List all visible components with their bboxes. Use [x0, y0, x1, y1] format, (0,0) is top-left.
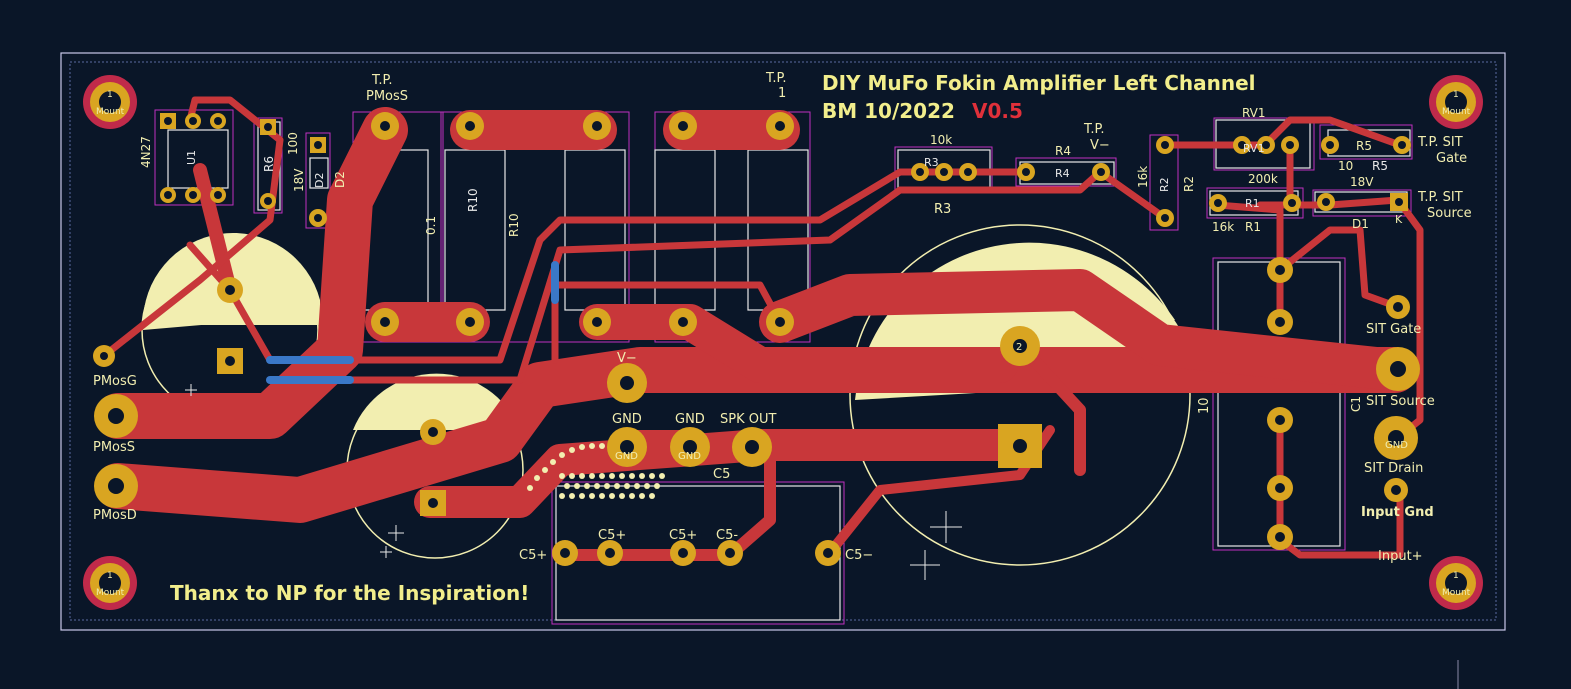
via-links — [266, 261, 559, 384]
label-input-gnd: Input Gnd — [1361, 505, 1434, 520]
via-array — [527, 443, 665, 499]
label-tp-pmoss-a: T.P. — [371, 73, 392, 88]
label-opto: 4N27 — [139, 136, 153, 168]
pad-num-tl: 1 — [107, 90, 113, 100]
label-r6: R6 — [262, 156, 276, 172]
label-tp-vminus-a: T.P. — [1083, 122, 1104, 137]
label-r4: R4 — [1055, 144, 1071, 158]
label-d1-k: K — [1395, 213, 1403, 226]
label-c5: C5 — [713, 467, 730, 482]
label-c5m1: C5- — [716, 528, 738, 543]
mount-label-br: Mount — [1442, 588, 1471, 598]
label-r10: R10 — [466, 188, 480, 212]
label-tp-sit-gate-b: Gate — [1436, 151, 1467, 166]
label-r6-val: 100 — [286, 132, 300, 155]
label-c1-val: 10 — [1197, 397, 1212, 414]
label-r5: R5 — [1356, 139, 1372, 153]
mount-hole-tl — [83, 75, 137, 129]
mount-hole-br — [1429, 556, 1483, 610]
label-c5m2: C5− — [845, 548, 873, 563]
label-rv1: RV1 — [1242, 106, 1266, 120]
label-tp-sit-source-b: Source — [1427, 206, 1472, 221]
mount-hole-tr — [1429, 75, 1483, 129]
label-input-plus: Input+ — [1378, 549, 1423, 564]
label-rv1-val: 200k — [1248, 172, 1278, 186]
pad-gnd-1: GND — [615, 451, 638, 462]
mount-hole-bl — [83, 556, 137, 610]
label-gnd2: GND — [675, 412, 705, 427]
label-r10-b: R10 — [507, 213, 521, 237]
copper-traces — [95, 96, 1424, 561]
board-title-line1: DIY MuFo Fokin Amplifier Left Channel — [822, 71, 1256, 95]
pads — [93, 112, 1420, 566]
label-pmoss: PMosS — [93, 440, 135, 455]
label-tp-vminus-b: V− — [1090, 138, 1110, 153]
pad-num-cap: 2 — [1016, 342, 1022, 353]
pad-gnd-2: GND — [678, 451, 701, 462]
label-d2: D2 — [313, 173, 326, 188]
label-d1-val: 18V — [1350, 175, 1374, 189]
label-tp-pmoss-b: PMosS — [366, 89, 408, 104]
label-r2-b: R2 — [1182, 176, 1196, 192]
label-sit-drain: SIT Drain — [1364, 461, 1423, 476]
label-d2-val: 18V — [292, 168, 306, 192]
label-pmosd: PMosD — [93, 508, 137, 523]
board-footer: Thanx to NP for the Inspiration! — [170, 581, 529, 605]
board-edge — [60, 52, 1506, 631]
label-c5p3: C5+ — [669, 528, 697, 543]
label-sit-gate: SIT Gate — [1366, 322, 1421, 337]
label-vminus: V− — [617, 351, 637, 366]
pad-gnd-3: GND — [1385, 440, 1408, 451]
pad-num-br: 1 — [1453, 571, 1459, 581]
label-r5-val: 10 — [1338, 159, 1353, 173]
label-r1-b: R1 — [1245, 220, 1261, 234]
label-c5p2: C5+ — [598, 528, 626, 543]
board-version: V0.5 — [972, 99, 1023, 123]
label-r1-val: 16k — [1212, 220, 1234, 234]
label-r2: R2 — [1158, 177, 1171, 192]
label-r2-val: 16k — [1136, 166, 1150, 188]
label-tp1-b: 1 — [778, 86, 786, 101]
label-c5p1: C5+ — [519, 548, 547, 563]
label-r5-b: R5 — [1372, 159, 1388, 173]
label-d2-ref: D2 — [333, 171, 347, 188]
mount-label-bl: Mount — [96, 588, 125, 598]
label-r3-b: R3 — [934, 202, 951, 217]
pad-num-tr: 1 — [1453, 90, 1459, 100]
label-r3-val: 10k — [930, 133, 952, 147]
text-layer: DIY MuFo Fokin Amplifier Left Channel BM… — [93, 71, 1472, 605]
label-r1: R1 — [1245, 197, 1260, 210]
mount-label-tl: Mount — [96, 107, 125, 117]
label-r3: R3 — [924, 156, 939, 169]
label-pmosg: PMosG — [93, 374, 137, 389]
label-tp1-a: T.P. — [765, 71, 786, 86]
label-gnd1: GND — [612, 412, 642, 427]
label-sit-source: SIT Source — [1366, 394, 1435, 409]
label-tp-sit-source-a: T.P. SIT — [1417, 190, 1463, 205]
label-spk-out: SPK OUT — [720, 412, 776, 427]
label-r4-b: R4 — [1055, 167, 1070, 180]
label-tp-sit-gate-a: T.P. SIT — [1417, 135, 1463, 150]
markers — [185, 384, 962, 580]
label-d1: D1 — [1352, 217, 1369, 231]
board-title-line2: BM 10/2022 — [822, 99, 955, 123]
label-c1: C1 — [1349, 396, 1363, 412]
pad-num-bl: 1 — [107, 571, 113, 581]
mount-label-tr: Mount — [1442, 107, 1471, 117]
label-u1: U1 — [185, 150, 198, 165]
mounting-holes — [83, 75, 1483, 610]
label-r10-val: 0.1 — [424, 216, 438, 235]
label-rv1-b: RV1 — [1243, 142, 1265, 155]
